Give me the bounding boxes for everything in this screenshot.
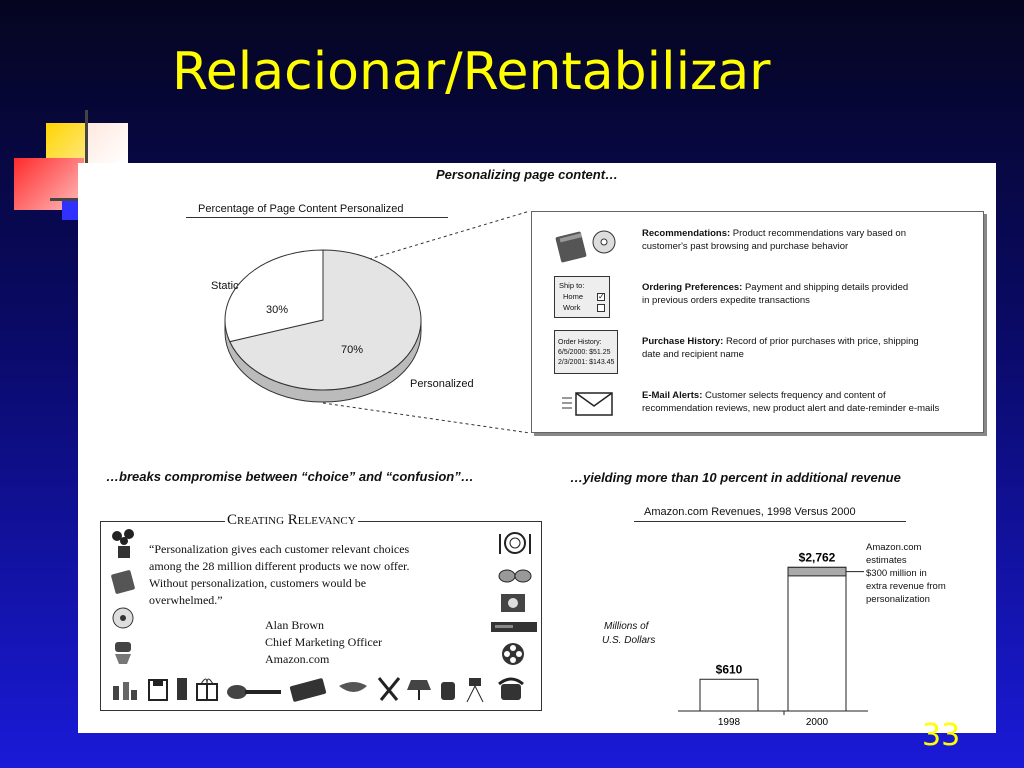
quote-line-2: among the 28 million different products … xyxy=(149,559,410,573)
checkbox-empty-icon xyxy=(597,304,605,312)
feature-purchase-history-desc: date and recipient name xyxy=(642,349,744,360)
book-and-disc-icon xyxy=(555,230,616,263)
creating-relevancy-box: Creating Relevancy “Personalization give… xyxy=(100,512,542,711)
book-icon xyxy=(111,570,135,594)
compact-disc-icon xyxy=(112,607,134,629)
game-controller-icon xyxy=(441,682,455,700)
video-player-icon xyxy=(491,622,537,632)
tools-icon xyxy=(377,677,401,701)
pie-label-personalized: Personalized xyxy=(410,378,474,390)
feature-recommendations-desc: customer's past browsing and purchase be… xyxy=(642,241,849,252)
order-history-line1: 6/5/2000: $51.25 xyxy=(558,349,611,356)
sunglasses-icon xyxy=(498,569,532,583)
pie-label-static: Static xyxy=(211,280,239,292)
pie-title-underline xyxy=(186,217,448,218)
bar-value-label-1998: $610 xyxy=(716,662,743,676)
quote-author-company: Amazon.com xyxy=(265,652,330,666)
checkbox-checked-icon: ✓ xyxy=(597,292,605,301)
right-caption: …yielding more than 10 percent in additi… xyxy=(570,470,901,485)
bar-chart: $610 1998 $2,762 2000 xyxy=(678,550,868,728)
callout-line-bottom xyxy=(322,402,531,434)
feature-recommendations: Recommendations: Product recommendations… xyxy=(642,228,907,239)
page-number: 33 xyxy=(922,718,961,753)
bar-chart-title: Amazon.com Revenues, 1998 Versus 2000 xyxy=(644,506,856,518)
decor-blue-square xyxy=(62,198,82,220)
annotation-line-1: Amazon.com xyxy=(866,542,922,553)
decor-pale-square xyxy=(88,123,128,163)
figure-panel: Personalizing page content… Percentage o… xyxy=(78,163,996,733)
annotation-line-2: estimates xyxy=(866,555,907,566)
quote-line-4: overwhelmed.” xyxy=(149,593,223,607)
feature-ordering-preferences: Ordering Preferences: Payment and shippi… xyxy=(642,282,909,293)
chemistry-set-icon xyxy=(113,682,137,700)
table-lamp-icon xyxy=(407,680,431,700)
feature-email-alerts-desc: recommendation reviews, new product aler… xyxy=(642,403,940,414)
kitchen-mixer-icon xyxy=(115,642,131,664)
order-history-line2: 2/3/2001: $143.45 xyxy=(558,359,615,366)
gift-box-icon xyxy=(196,678,218,701)
guitar-icon xyxy=(227,685,281,699)
phone-handset-icon xyxy=(177,678,187,700)
pie-chart xyxy=(224,210,531,434)
film-reel-icon xyxy=(502,643,524,665)
ship-to-work-label: Work xyxy=(563,303,581,312)
feature-email-alerts: E-Mail Alerts: Customer selects frequenc… xyxy=(642,390,886,401)
ship-to-form-icon: Ship to: Home Work ✓ xyxy=(554,276,610,318)
bar-value-label-2000: $2,762 xyxy=(799,550,836,564)
bar-2000 xyxy=(787,566,847,712)
eye-mask-icon xyxy=(339,682,367,692)
figure-main-heading: Personalizing page content… xyxy=(436,167,619,182)
decor-horizontal-line xyxy=(50,198,80,201)
floppy-disk-icon xyxy=(148,679,168,701)
decor-vertical-line xyxy=(85,110,88,200)
feature-purchase-history: Purchase History: Record of prior purcha… xyxy=(642,336,919,347)
telephone-icon xyxy=(498,677,524,700)
potted-plant-icon xyxy=(112,529,134,558)
quote-author-role: Chief Marketing Officer xyxy=(265,635,383,649)
envelope-icon xyxy=(562,392,613,416)
ship-to-label: Ship to: xyxy=(559,281,585,290)
left-caption: …breaks compromise between “choice” and … xyxy=(106,469,474,484)
decor-yellow-square xyxy=(46,123,86,163)
personalization-features-panel: Recommendations: Product recommendations… xyxy=(531,211,984,433)
tripod-icon xyxy=(466,678,484,703)
order-history-label: Order History: xyxy=(558,339,602,346)
order-history-icon: Order History: 6/5/2000: $51.25 2/3/2001… xyxy=(554,330,618,374)
pie-value-static: 30% xyxy=(266,304,289,316)
annotation-line-4: extra revenue from xyxy=(866,581,946,592)
bar-category-label-1998: 1998 xyxy=(718,717,741,728)
annotation-line-3: $300 million in xyxy=(866,568,927,579)
pie-value-personalized: 70% xyxy=(341,344,364,356)
bar-1998 xyxy=(699,678,759,712)
bar-category-label-2000: 2000 xyxy=(806,717,829,728)
pie-slice-personalized xyxy=(229,249,422,391)
bar-ylabel-line1: Millions of xyxy=(604,621,649,632)
creating-relevancy-heading: Creating Relevancy xyxy=(225,512,358,529)
quote-line-1: “Personalization gives each customer rel… xyxy=(149,542,410,556)
pie-title: Percentage of Page Content Personalized xyxy=(198,203,404,215)
product-icons-row xyxy=(113,677,524,703)
dinner-plate-icon xyxy=(499,532,531,554)
quote-line-3: Without personalization, customers would… xyxy=(149,576,367,590)
bar-chart-title-underline xyxy=(634,521,906,522)
feature-ordering-preferences-desc: in previous orders expedite transactions xyxy=(642,295,810,306)
pie-slice-static xyxy=(224,249,324,343)
bar-2000-personalization-segment xyxy=(787,566,847,577)
slide-title: Relacionar/Rentabilizar xyxy=(172,42,771,102)
camera-icon xyxy=(501,594,525,612)
bar-annotation: Amazon.com estimates $300 million in ext… xyxy=(866,541,946,606)
quote-author: Alan Brown xyxy=(265,618,324,632)
video-cassette-icon xyxy=(289,678,327,702)
annotation-line-5: personalization xyxy=(866,594,930,605)
bar-ylabel-line2: U.S. Dollars xyxy=(602,635,656,646)
ship-to-home-label: Home xyxy=(563,292,584,301)
